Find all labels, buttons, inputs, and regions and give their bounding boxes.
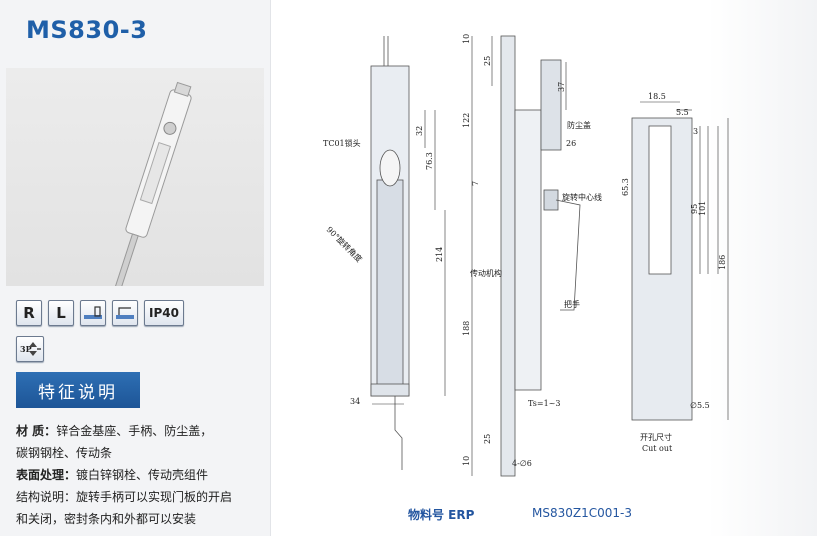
ts-label: Ts=1~3	[528, 399, 560, 408]
dim-65-3: 65.3	[621, 178, 630, 196]
lock-label: TC01锁头	[323, 138, 361, 148]
left-panel: MS830-3 R L IP40	[0, 0, 271, 536]
outside-mount-icon	[80, 300, 106, 326]
description: 材 质：锌合金基座、手柄、防尘盖， 碳钢钢栓、传动条 表面处理：镀白锌钢栓、传动…	[16, 420, 266, 530]
product-photo	[6, 68, 264, 289]
transmission-label: 传动机构	[470, 268, 502, 278]
erp-code: MS830Z1C001-3	[532, 506, 632, 520]
ip40-badge: IP40	[144, 300, 184, 326]
dim-18-5: 18.5	[648, 92, 666, 101]
right-hand-badge: R	[16, 300, 42, 326]
dim-10-bottom: 10	[462, 456, 471, 466]
cutout-en-label: Cut out	[642, 444, 673, 453]
desc-line-structure-cont: 和关闭，密封条内和外都可以安装	[16, 512, 197, 526]
dim-32: 32	[415, 126, 424, 136]
keyhole-icon	[163, 121, 177, 135]
technical-drawing: TC01锁头 90°旋转角度 防尘盖 旋转中心线 传动机构 把手 开孔尺寸 Cu…	[323, 34, 729, 477]
feature-badges: R L IP40	[16, 300, 184, 326]
dim-34: 34	[350, 397, 360, 406]
three-point-badge: 3P	[16, 336, 44, 362]
holes-label: 4-∅6	[512, 459, 532, 468]
features-section-button[interactable]: 特征说明	[16, 372, 140, 408]
dim-25-bottom: 25	[483, 434, 492, 444]
dim-5-5: 5.5	[676, 108, 689, 117]
dim-101: 101	[698, 201, 707, 216]
left-hand-badge: L	[48, 300, 74, 326]
dim-10-top: 10	[462, 34, 471, 44]
dust-cover-label: 防尘盖	[567, 120, 591, 130]
side-view-body	[500, 35, 516, 477]
dim-26: 26	[566, 139, 576, 148]
product-title: MS830-3	[26, 16, 148, 44]
rotation-label: 90°旋转角度	[325, 224, 365, 264]
dim-7: 7	[471, 181, 480, 186]
desc-line-structure: 结构说明：旋转手柄可以实现门板的开启	[16, 490, 233, 504]
erp-label: 物料号 ERP	[408, 508, 475, 522]
dim-3: 3	[693, 127, 698, 136]
desc-line-material: 材 质：锌合金基座、手柄、防尘盖，	[16, 424, 213, 438]
dim-76-3: 76.3	[425, 152, 434, 170]
desc-line-surface: 表面处理：镀白锌钢栓、传动壳组件	[16, 468, 209, 482]
dim-122: 122	[462, 113, 471, 128]
dim-37: 37	[557, 82, 566, 92]
svg-text:3P: 3P	[20, 344, 32, 354]
cutout-cn-label: 开孔尺寸	[640, 432, 672, 442]
dim-186: 186	[718, 255, 727, 270]
inside-mount-icon	[112, 300, 138, 326]
hole-dia-label: ∅5.5	[690, 401, 710, 410]
technical-drawing-area: TC01锁头 90°旋转角度 防尘盖 旋转中心线 传动机构 把手 开孔尺寸 Cu…	[271, 0, 817, 536]
handle-label: 把手	[564, 299, 580, 309]
dim-214: 214	[435, 247, 444, 262]
dim-188: 188	[462, 321, 471, 336]
rotation-center-label: 旋转中心线	[562, 192, 602, 202]
dim-25-top: 25	[483, 56, 492, 66]
dim-95: 95	[690, 204, 699, 214]
desc-line-material-cont: 碳钢钢栓、传动条	[16, 446, 113, 460]
